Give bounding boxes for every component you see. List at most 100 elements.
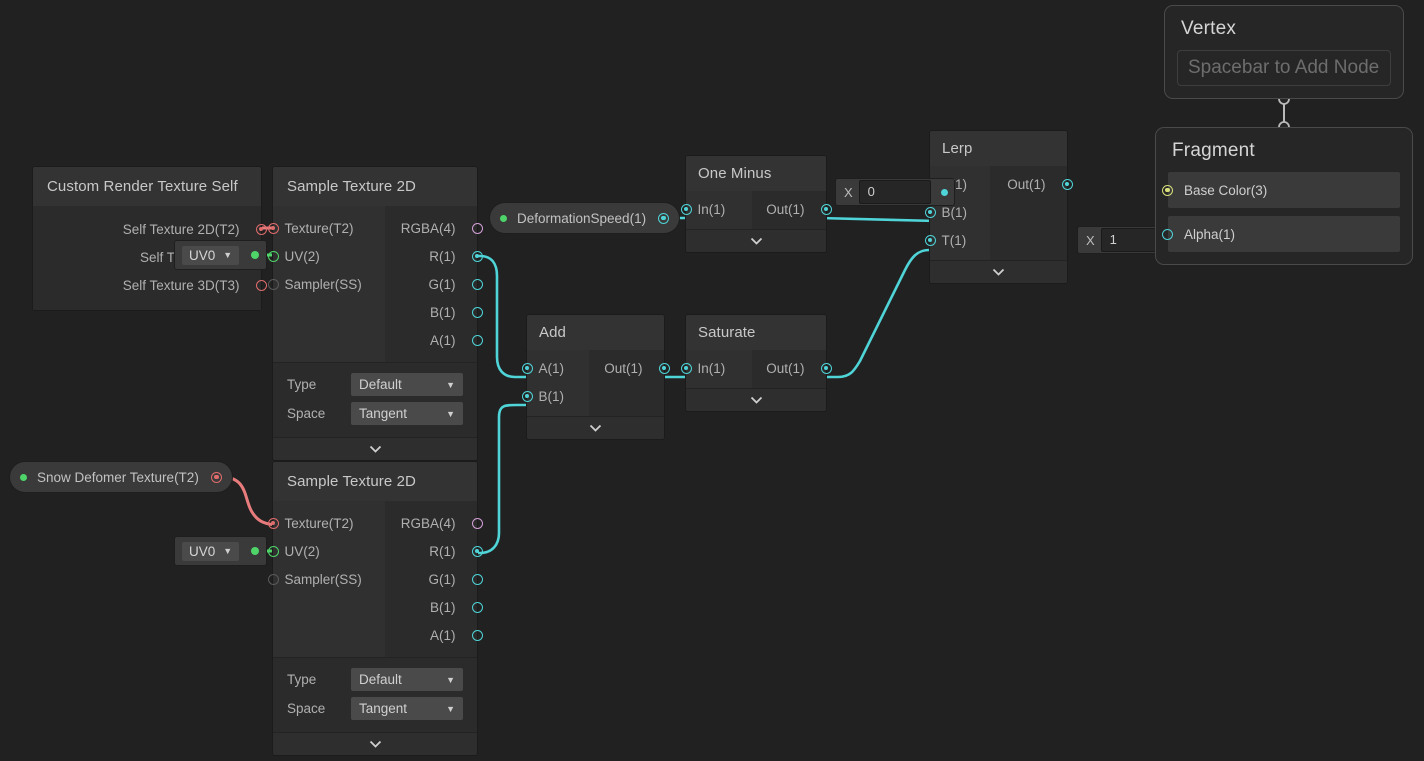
port-sampler-in[interactable]: Sampler(SS) xyxy=(267,270,385,298)
float-field-lerp-a[interactable]: X 0 xyxy=(836,179,954,205)
port-b-in[interactable]: B(1) xyxy=(924,198,990,226)
port-a-out[interactable]: A(1) xyxy=(385,621,483,649)
port-out[interactable]: Out(1) xyxy=(589,354,670,382)
uv-dropdown-crt[interactable]: UV0 ▼ xyxy=(175,241,267,269)
port-out[interactable]: Out(1) xyxy=(752,354,832,382)
port-dot-g[interactable] xyxy=(471,278,483,290)
port-b-in[interactable]: B(1) xyxy=(521,382,589,410)
node-collapse-toggle[interactable] xyxy=(273,437,477,460)
port-dot-t[interactable] xyxy=(924,234,936,246)
setting-type[interactable]: Type Default ▼ xyxy=(287,665,463,694)
vertex-add-node-placeholder[interactable]: Spacebar to Add Node xyxy=(1177,50,1391,86)
node-collapse-toggle[interactable] xyxy=(930,260,1067,283)
port-uv-in[interactable]: UV(2) xyxy=(267,537,385,565)
setting-type[interactable]: Type Default ▼ xyxy=(287,370,463,399)
port-label: A(1) xyxy=(538,360,565,376)
block-base-color[interactable]: Base Color(3) xyxy=(1162,172,1400,208)
port-dot-sampler[interactable] xyxy=(267,573,279,585)
port-dot-a[interactable] xyxy=(521,362,533,374)
block-port-dot-alpha[interactable] xyxy=(1162,228,1173,240)
context-vertex[interactable]: Vertex Spacebar to Add Node xyxy=(1164,5,1404,99)
setting-space[interactable]: Space Tangent ▼ xyxy=(287,399,463,428)
node-custom-render-texture-self[interactable]: Custom Render Texture Self Self Texture … xyxy=(33,167,267,310)
setting-type-dropdown[interactable]: Default ▼ xyxy=(351,373,463,396)
port-dot-out[interactable] xyxy=(658,362,670,374)
port-b-out[interactable]: B(1) xyxy=(385,298,483,326)
port-uv-in[interactable]: UV(2) xyxy=(267,242,385,270)
context-fragment[interactable]: Fragment Base Color(3) Alpha(1) xyxy=(1155,127,1413,265)
uv-dropdown-out-dot[interactable] xyxy=(251,547,260,555)
port-dot-out[interactable] xyxy=(820,362,832,374)
block-port-dot-base-color[interactable] xyxy=(1162,184,1173,196)
port-a-out[interactable]: A(1) xyxy=(385,326,483,354)
property-node-deformation-speed[interactable]: DeformationSpeed(1) xyxy=(490,203,680,233)
port-dot-a[interactable] xyxy=(471,334,483,346)
port-rgba-out[interactable]: RGBA(4) xyxy=(385,214,483,242)
port-dot-rgba[interactable] xyxy=(471,517,483,529)
block-alpha[interactable]: Alpha(1) xyxy=(1162,216,1400,252)
port-dot-r[interactable] xyxy=(471,250,483,262)
port-g-out[interactable]: G(1) xyxy=(385,565,483,593)
uv-dropdown-value-wrap[interactable]: UV0 ▼ xyxy=(182,541,240,561)
port-sampler-in[interactable]: Sampler(SS) xyxy=(267,565,385,593)
node-saturate[interactable]: Saturate In(1) Out(1) xyxy=(680,315,832,411)
property-out-dot[interactable] xyxy=(658,212,670,224)
port-dot-b[interactable] xyxy=(471,306,483,318)
node-one-minus[interactable]: One Minus In(1) Out(1) xyxy=(680,156,832,252)
port-self-texture-2d[interactable]: Self Texture 2D(T2) xyxy=(33,215,267,243)
port-dot-out[interactable] xyxy=(820,203,832,215)
port-g-out[interactable]: G(1) xyxy=(385,270,483,298)
port-dot-r[interactable] xyxy=(471,545,483,557)
port-dot-uv[interactable] xyxy=(267,250,279,262)
port-dot-self-texture-2d[interactable] xyxy=(255,223,267,235)
port-dot-in[interactable] xyxy=(680,203,692,215)
port-in[interactable]: In(1) xyxy=(680,195,752,223)
port-label: G(1) xyxy=(428,276,456,292)
port-dot-sampler[interactable] xyxy=(267,278,279,290)
node-add[interactable]: Add A(1) B(1) Out(1) xyxy=(521,315,670,439)
port-texture-in[interactable]: Texture(T2) xyxy=(267,214,385,242)
node-sample-texture-2d-top[interactable]: Sample Texture 2D Texture(T2) UV(2) Samp… xyxy=(267,167,483,460)
uv-dropdown-value-wrap[interactable]: UV0 ▼ xyxy=(182,245,240,265)
node-collapse-toggle[interactable] xyxy=(527,416,664,439)
node-collapse-toggle[interactable] xyxy=(273,732,477,755)
setting-space-dropdown[interactable]: Tangent ▼ xyxy=(351,697,463,720)
port-rgba-out[interactable]: RGBA(4) xyxy=(385,509,483,537)
port-dot-rgba[interactable] xyxy=(471,222,483,234)
node-collapse-toggle[interactable] xyxy=(686,388,826,411)
setting-space[interactable]: Space Tangent ▼ xyxy=(287,694,463,723)
port-t-in[interactable]: T(1) xyxy=(924,226,990,254)
port-dot-b[interactable] xyxy=(521,390,533,402)
port-out[interactable]: Out(1) xyxy=(752,195,832,223)
port-out[interactable]: Out(1) xyxy=(990,170,1073,198)
node-lerp[interactable]: Lerp A(1) B(1) T(1) Out(1) xyxy=(924,131,1073,283)
port-dot-out[interactable] xyxy=(1061,178,1073,190)
port-dot-uv[interactable] xyxy=(267,545,279,557)
float-input-value[interactable]: 0 xyxy=(858,180,931,204)
port-r-out[interactable]: R(1) xyxy=(385,537,483,565)
property-out-dot[interactable] xyxy=(210,471,222,483)
port-dot-texture[interactable] xyxy=(267,517,279,529)
property-node-snow-deformer-texture[interactable]: Snow Defomer Texture(T2) xyxy=(10,462,232,492)
port-dot-texture[interactable] xyxy=(267,222,279,234)
port-b-out[interactable]: B(1) xyxy=(385,593,483,621)
uv-dropdown-standalone[interactable]: UV0 ▼ xyxy=(175,537,267,565)
port-dot-a[interactable] xyxy=(471,629,483,641)
port-r-out[interactable]: R(1) xyxy=(385,242,483,270)
port-a-in[interactable]: A(1) xyxy=(521,354,589,382)
port-in[interactable]: In(1) xyxy=(680,354,752,382)
port-dot-self-texture-3d[interactable] xyxy=(255,279,267,291)
port-texture-in[interactable]: Texture(T2) xyxy=(267,509,385,537)
port-dot-b[interactable] xyxy=(471,601,483,613)
port-dot-b[interactable] xyxy=(924,206,936,218)
port-dot-in[interactable] xyxy=(680,362,692,374)
setting-type-dropdown[interactable]: Default ▼ xyxy=(351,668,463,691)
float-field-out-dot[interactable] xyxy=(940,188,948,196)
setting-space-dropdown[interactable]: Tangent ▼ xyxy=(351,402,463,425)
port-self-texture-3d[interactable]: Self Texture 3D(T3) xyxy=(33,271,267,299)
port-dot-g[interactable] xyxy=(471,573,483,585)
node-collapse-toggle[interactable] xyxy=(686,229,826,252)
node-sample-texture-2d-bottom[interactable]: Sample Texture 2D Texture(T2) UV(2) Samp… xyxy=(267,462,483,755)
uv-dropdown-out-dot[interactable] xyxy=(251,251,260,259)
